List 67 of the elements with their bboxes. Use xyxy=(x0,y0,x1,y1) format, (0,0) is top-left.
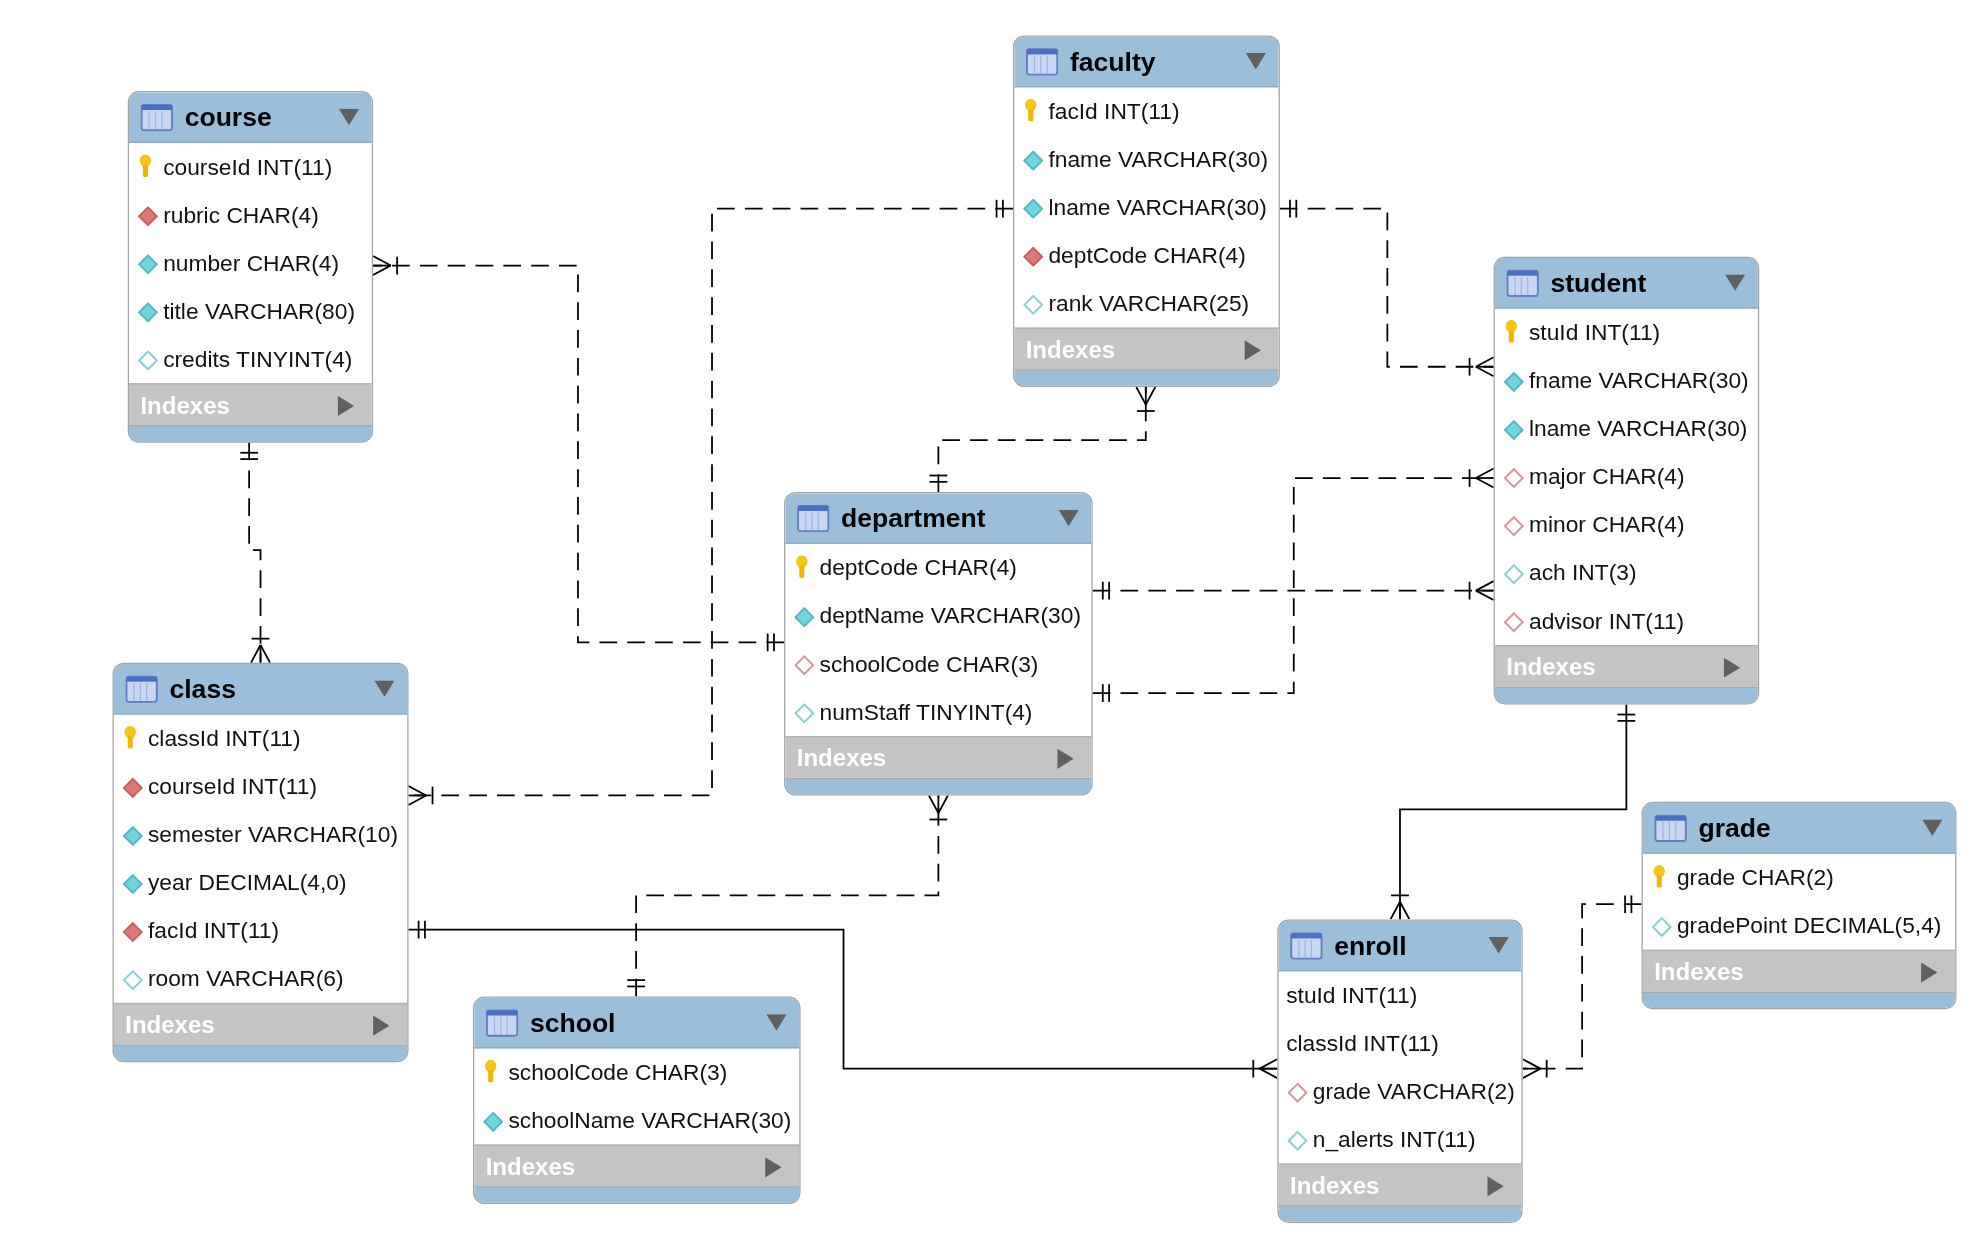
table-name: enroll xyxy=(1334,930,1407,962)
relationship-line xyxy=(928,386,1157,493)
indexes-label: Indexes xyxy=(796,744,887,772)
column-name: semester VARCHAR(10) xyxy=(147,822,398,848)
table-name: school xyxy=(529,1007,616,1039)
entity-table xyxy=(1013,35,1280,387)
column-name: schoolCode CHAR(3) xyxy=(819,651,1039,677)
relationship-line xyxy=(407,198,1014,806)
indexes-label: Indexes xyxy=(1025,336,1116,363)
column-name: major CHAR(4) xyxy=(1529,464,1685,490)
entity-table xyxy=(1493,256,1760,705)
column-name: rank VARCHAR(25) xyxy=(1048,290,1250,317)
relationship-line xyxy=(1091,580,1495,601)
column-name: grade VARCHAR(2) xyxy=(1312,1078,1515,1105)
column-name: numStaff TINYINT(4) xyxy=(819,699,1033,725)
entity-table xyxy=(112,662,409,1063)
table-name: department xyxy=(841,503,986,534)
indexes-label: Indexes xyxy=(1654,958,1744,986)
entity-table xyxy=(1641,801,1957,1010)
relationship-line xyxy=(1278,198,1495,378)
column-name: n_alerts INT(11) xyxy=(1312,1126,1476,1153)
column-name: courseId INT(11) xyxy=(147,774,318,800)
column-name: classId INT(11) xyxy=(1286,1030,1439,1056)
table-name: grade xyxy=(1698,813,1771,844)
column-name: lname VARCHAR(30) xyxy=(1529,416,1748,442)
column-name: deptCode CHAR(4) xyxy=(1048,242,1246,269)
column-name: minor CHAR(4) xyxy=(1529,512,1685,538)
relationship-line xyxy=(1091,467,1495,703)
column-name: classId INT(11) xyxy=(147,725,301,752)
entity-table xyxy=(784,491,1093,796)
indexes-label: Indexes xyxy=(485,1153,576,1180)
entity-table xyxy=(1277,919,1523,1223)
column-name: fname VARCHAR(30) xyxy=(1048,146,1269,172)
column-name: room VARCHAR(6) xyxy=(147,966,344,992)
column-name: lname VARCHAR(30) xyxy=(1048,194,1267,221)
column-name: fname VARCHAR(30) xyxy=(1529,368,1749,394)
relationship-line xyxy=(372,255,785,653)
column-name: facId INT(11) xyxy=(1048,98,1180,124)
entity-table xyxy=(127,91,374,443)
table-name: class xyxy=(169,674,236,705)
table-name: faculty xyxy=(1069,46,1156,78)
column-name: gradePoint DECIMAL(5,4) xyxy=(1676,913,1942,939)
column-name: year DECIMAL(4,0) xyxy=(147,870,347,896)
relationship-line xyxy=(407,919,1279,1079)
indexes-label: Indexes xyxy=(125,1011,215,1039)
column-name: title VARCHAR(80) xyxy=(163,298,355,324)
column-name: grade CHAR(2) xyxy=(1676,865,1834,891)
column-name: deptName VARCHAR(30) xyxy=(819,603,1081,629)
indexes-label: Indexes xyxy=(140,392,230,419)
indexes-label: Indexes xyxy=(1506,653,1596,681)
table-name: student xyxy=(1550,268,1647,299)
column-name: courseId INT(11) xyxy=(163,154,333,180)
indexes-label: Indexes xyxy=(1289,1172,1380,1199)
column-name: number CHAR(4) xyxy=(163,250,339,276)
column-name: deptCode CHAR(4) xyxy=(819,555,1017,581)
table-name: course xyxy=(184,102,272,133)
relationship-line xyxy=(1521,894,1643,1079)
column-name: schoolName VARCHAR(30) xyxy=(508,1107,792,1134)
column-name: schoolCode CHAR(3) xyxy=(508,1059,728,1086)
column-name: rubric CHAR(4) xyxy=(163,202,319,228)
entity-table xyxy=(473,996,801,1204)
column-name: stuId INT(11) xyxy=(1286,982,1418,1008)
column-name: facId INT(11) xyxy=(147,918,280,944)
column-name: credits TINYINT(4) xyxy=(163,346,353,372)
column-name: advisor INT(11) xyxy=(1529,608,1685,634)
column-name: ach INT(3) xyxy=(1529,560,1637,586)
column-name: stuId INT(11) xyxy=(1529,319,1661,346)
